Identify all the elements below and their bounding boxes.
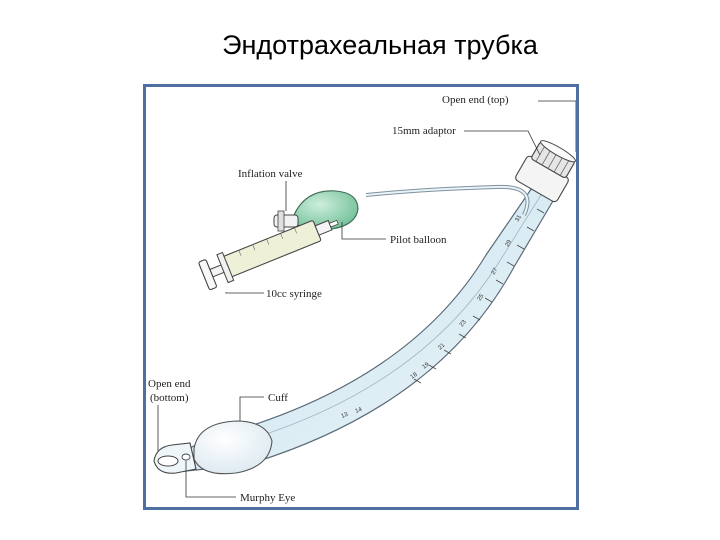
depth-mark-29: 29 <box>505 239 514 248</box>
depth-mark-27: 27 <box>491 267 500 276</box>
endotracheal-tube-diagram: 31 29 27 25 23 21 19 18 14 13 <box>148 94 576 504</box>
label-open-end-bottom-1: Open end <box>148 378 191 390</box>
depth-mark-25: 25 <box>477 293 486 302</box>
diagram-frame: 31 29 27 25 23 21 19 18 14 13 <box>143 84 579 510</box>
adaptor <box>515 140 576 203</box>
depth-mark-13: 13 <box>341 412 350 420</box>
label-cuff: Cuff <box>268 392 288 404</box>
label-10cc-syringe: 10cc syringe <box>266 288 322 300</box>
depth-mark-14: 14 <box>355 407 364 415</box>
depth-mark-23: 23 <box>459 319 468 328</box>
label-murphy-eye: Murphy Eye <box>240 492 295 504</box>
pilot-line <box>365 184 530 216</box>
label-open-end-bottom-2: (bottom) <box>150 392 189 404</box>
depth-marks <box>413 208 545 384</box>
depth-mark-19: 19 <box>422 361 431 370</box>
depth-mark-31: 31 <box>515 214 524 223</box>
label-inflation-valve: Inflation valve <box>238 168 303 180</box>
inflation-valve <box>273 210 299 232</box>
depth-mark-21: 21 <box>437 342 446 351</box>
leader-lines <box>157 100 576 498</box>
label-15mm-adaptor: 15mm adaptor <box>392 125 456 137</box>
tube-lumen-line <box>215 186 547 450</box>
open-end-bottom <box>157 455 179 467</box>
label-open-end-top: Open end (top) <box>442 94 509 106</box>
murphy-eye <box>181 453 191 461</box>
cuff <box>193 420 273 475</box>
slide-title: Эндотрахеальная трубка <box>222 30 538 60</box>
depth-mark-18: 18 <box>410 371 419 380</box>
label-pilot-balloon: Pilot balloon <box>390 234 447 246</box>
syringe <box>198 219 339 291</box>
